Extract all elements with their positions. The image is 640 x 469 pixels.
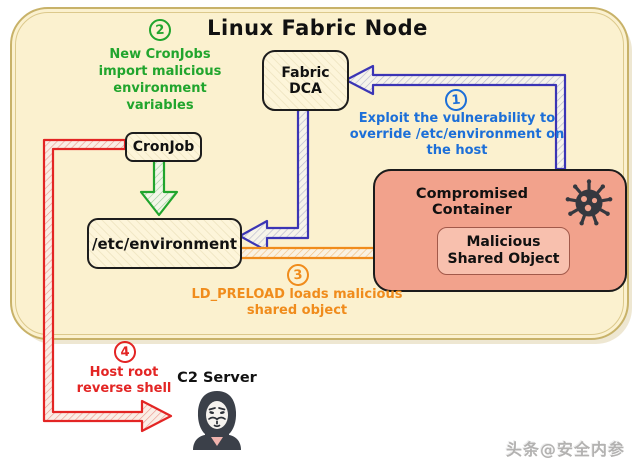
node-cronjob: CronJob: [125, 132, 202, 162]
node-etc-environment: /etc/environment: [87, 218, 242, 269]
compromised-container-label: Compromised Container: [415, 186, 529, 218]
step2-line3: environment: [113, 80, 207, 96]
watermark: 头条@安全内参: [506, 440, 626, 459]
node-compromised-container: Compromised Container: [373, 169, 627, 292]
step1-number: 1: [450, 92, 462, 108]
fabric-dca-label: Fabric DCA: [281, 64, 330, 97]
etc-environment-label: /etc/environment: [92, 234, 237, 253]
step3-caption: LD_PRELOAD loads malicious shared object: [190, 287, 404, 319]
step4-line2: reverse shell: [76, 380, 172, 396]
node-fabric-dca: Fabric DCA: [262, 50, 349, 111]
malicious-shared-object-label: Malicious Shared Object: [447, 233, 560, 268]
c2-server-label: C2 Server: [177, 370, 257, 386]
step3-number: 3: [292, 267, 304, 283]
step2-line4: variables: [126, 97, 194, 113]
step3-line2: shared object: [246, 302, 348, 318]
step4-number: 4: [119, 344, 131, 360]
virus-icon: [565, 179, 613, 226]
diagram-title: Linux Fabric Node: [207, 16, 428, 40]
step3-line1: LD_PRELOAD loads malicious: [191, 287, 403, 302]
step1-line3: the host: [426, 142, 488, 158]
step1-line1: Exploit the vulnerability to: [358, 111, 556, 126]
step1-line2: override /etc/environment on: [349, 126, 565, 142]
step2-line1: New CronJobs: [109, 47, 211, 62]
cronjob-label: CronJob: [132, 139, 195, 155]
anonymous-mask-icon: [193, 391, 241, 450]
step4-badge: 4: [113, 340, 137, 364]
step4-line1: Host root: [89, 365, 159, 380]
step2-line2: import malicious: [98, 63, 222, 79]
step2-number: 2: [154, 22, 166, 38]
step4-caption: Host root reverse shell: [62, 365, 186, 397]
step2-caption: New CronJobs import malicious environmen…: [92, 47, 228, 115]
node-malicious-shared-object: Malicious Shared Object: [437, 227, 570, 275]
step1-caption: Exploit the vulnerability to override /e…: [346, 111, 568, 159]
